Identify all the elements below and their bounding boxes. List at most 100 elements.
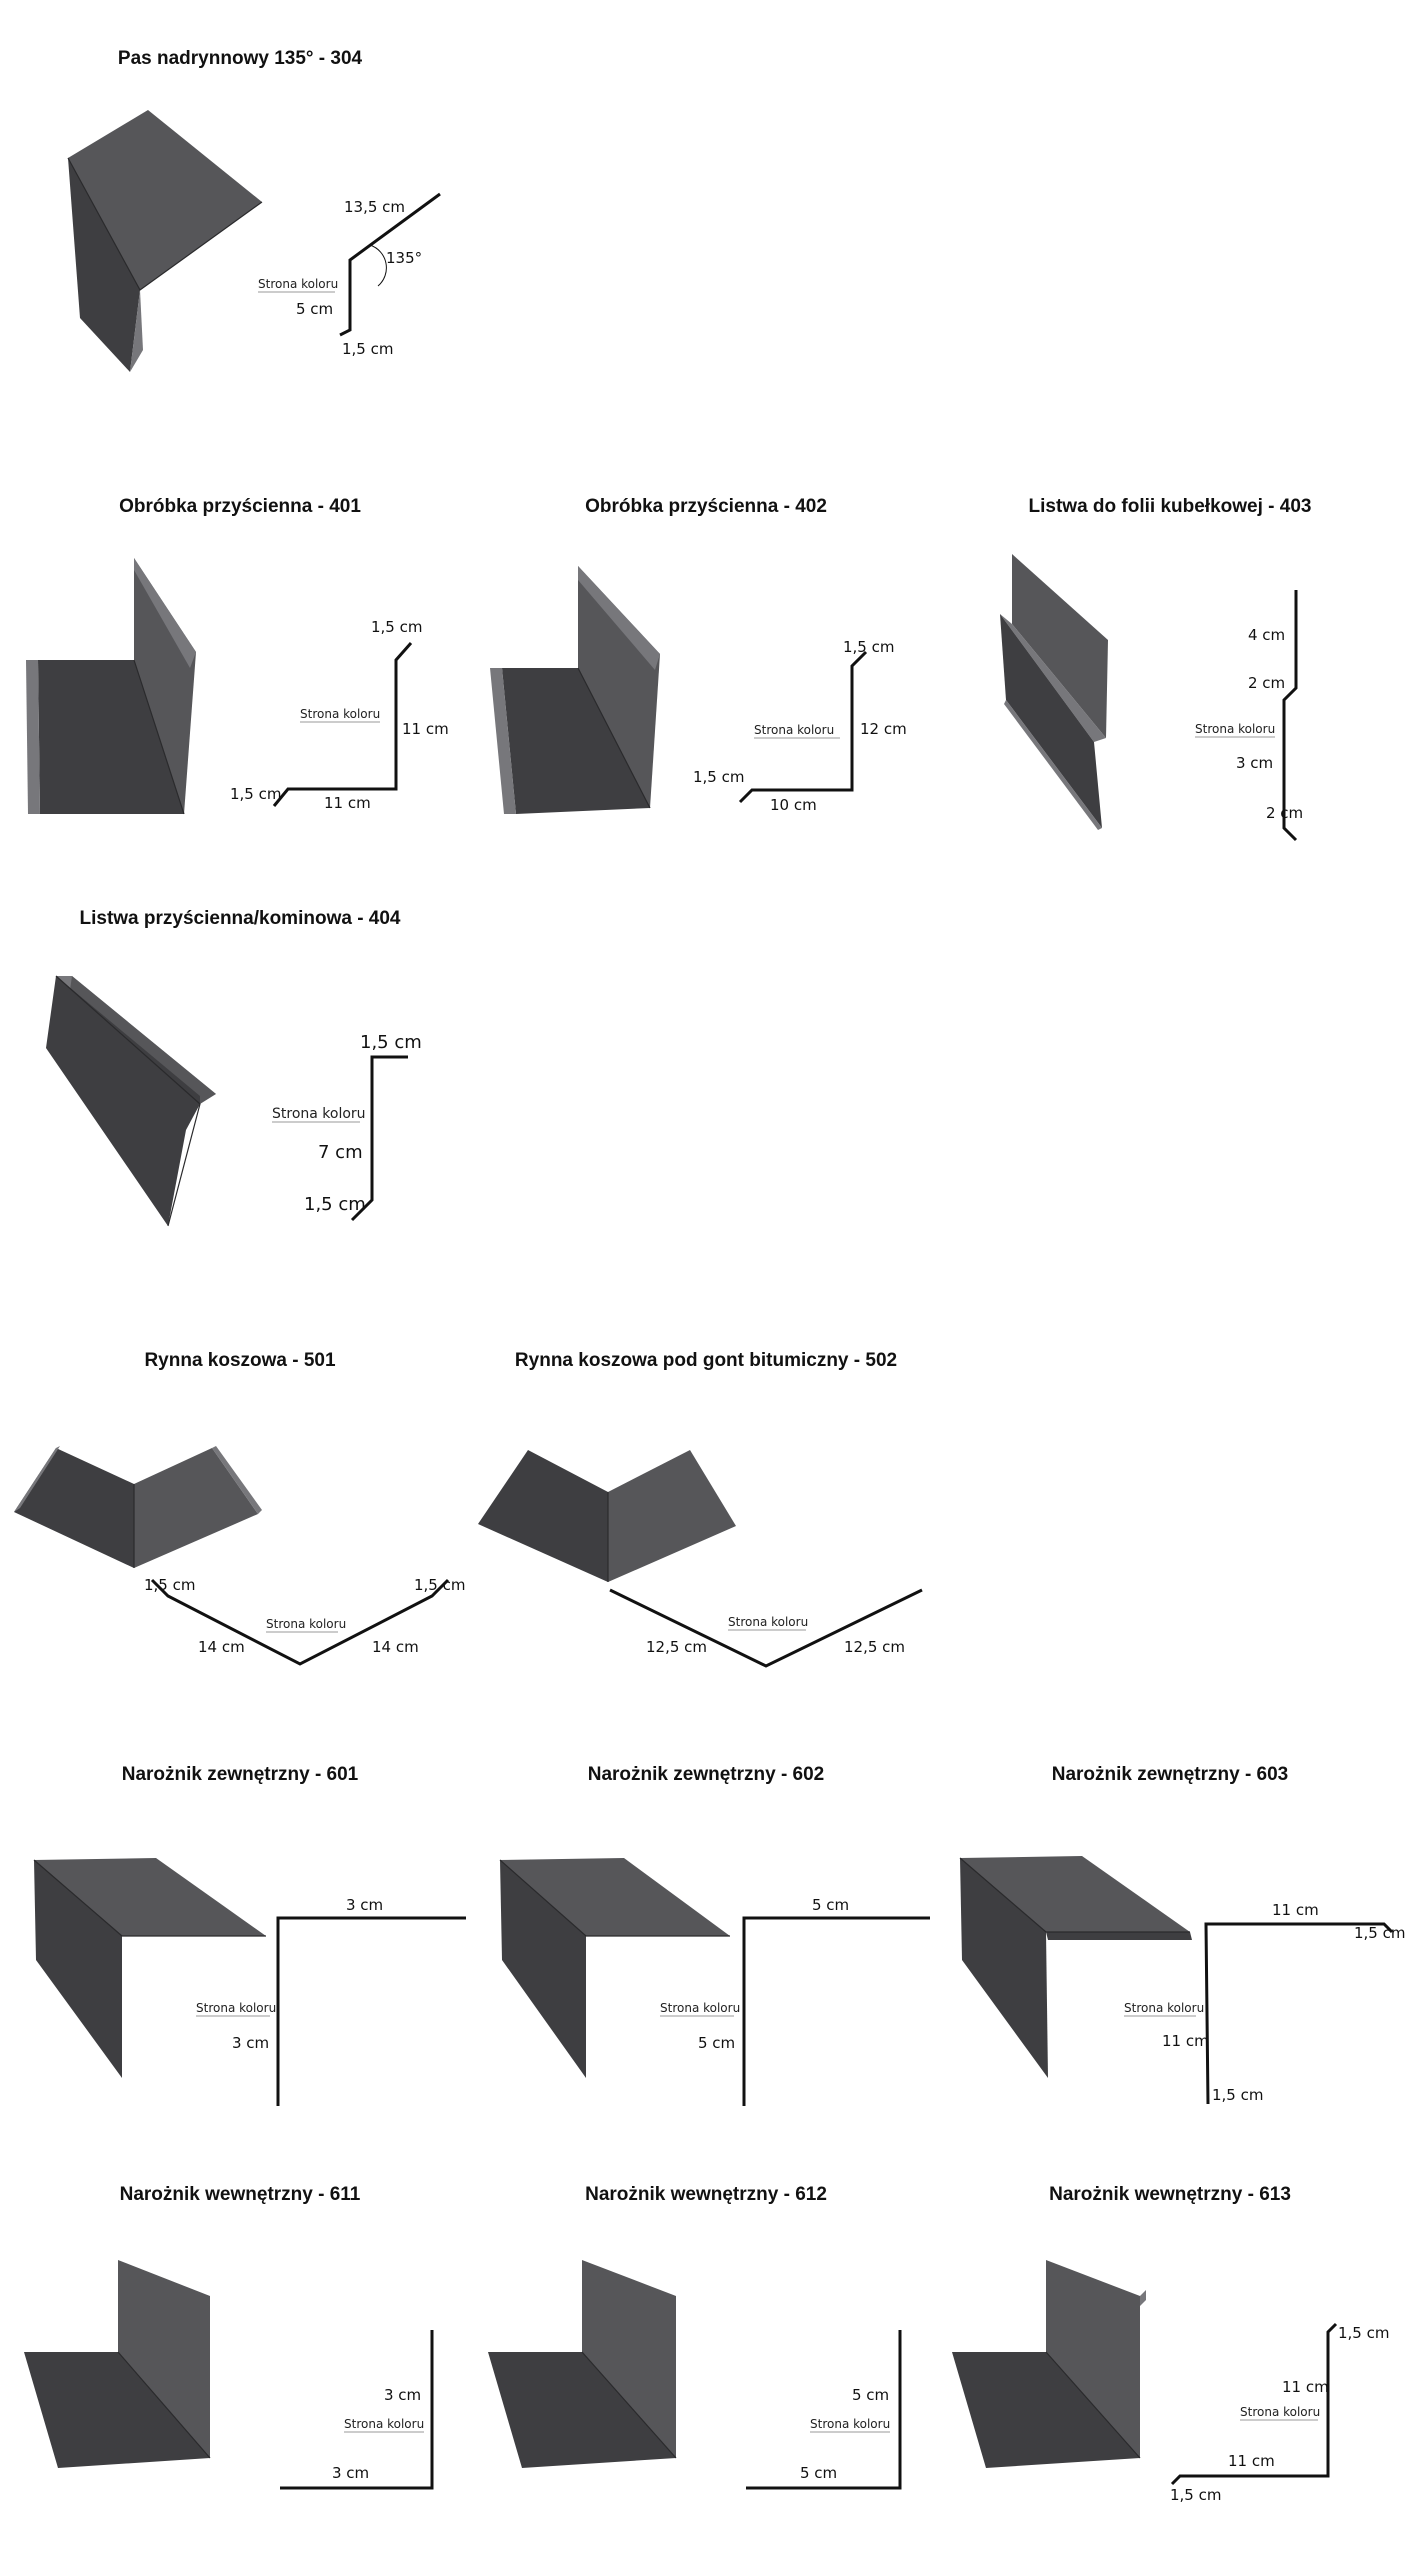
product-image-603: [959, 1856, 1192, 2078]
section-title-402: Obróbka przyścienna - 402: [585, 496, 827, 517]
profile-drawing-612: 5 cm Strona koloru 5 cm: [746, 2330, 902, 2490]
dim-label: 12,5 cm: [844, 1638, 905, 1656]
dim-label: 4 cm: [1248, 626, 1285, 644]
dim-label: 1,5 cm: [843, 638, 894, 656]
product-image-401: [26, 558, 196, 815]
product-image-501: [14, 1446, 262, 1568]
dim-label: 7 cm: [318, 1142, 363, 1163]
dim-label: 3 cm: [332, 2464, 369, 2482]
profile-drawing-603: 11 cm 1,5 cm Strona koloru 11 cm 1,5 cm: [1124, 1901, 1405, 2105]
dim-label: 11 cm: [1272, 1901, 1319, 1919]
color-side-label: Strona koloru: [344, 2417, 424, 2431]
dim-label: 3 cm: [232, 2034, 269, 2052]
dim-label: 1,5 cm: [1354, 1924, 1405, 1942]
dim-label: 5 cm: [296, 300, 333, 318]
section-304: Pas nadrynnowy 135° - 304 13,5 cm 135° S…: [67, 48, 441, 372]
dim-label: 1,5 cm: [342, 340, 393, 358]
section-title-601: Narożnik zewnętrzny - 601: [122, 1764, 359, 1785]
dim-label: 14 cm: [198, 1638, 245, 1656]
section-title-611: Narożnik wewnętrzny - 611: [120, 2184, 361, 2205]
section-401: Obróbka przyścienna - 401 1,5 cm 11 cm S…: [26, 496, 449, 815]
product-image-602: [499, 1858, 730, 2078]
section-title-502: Rynna koszowa pod gont bitumiczny - 502: [515, 1350, 897, 1371]
color-side-label: Strona koloru: [810, 2417, 890, 2431]
section-404: Listwa przyścienna/kominowa - 404 1,5 cm…: [46, 908, 422, 1227]
section-613: Narożnik wewnętrzny - 613 1,5 cm 11 cm S…: [952, 2184, 1389, 2504]
product-image-502: [478, 1450, 736, 1582]
profile-drawing-403: 4 cm 2 cm Strona koloru 3 cm 2 cm: [1195, 590, 1303, 842]
dim-label: 10 cm: [770, 796, 817, 814]
section-title-602: Narożnik zewnętrzny - 602: [588, 1764, 825, 1785]
color-side-label: Strona koloru: [1124, 2001, 1204, 2015]
section-402: Obróbka przyścienna - 402 1,5 cm 12 cm S…: [490, 496, 907, 814]
dim-label: 1,5 cm: [693, 768, 744, 786]
color-side-label: Strona koloru: [1195, 722, 1275, 736]
section-title-401: Obróbka przyścienna - 401: [119, 496, 361, 517]
section-501: Rynna koszowa - 501 1,5 cm 1,5 cm Strona…: [14, 1350, 465, 1666]
dim-label: 12 cm: [860, 720, 907, 738]
dim-label: 11 cm: [1228, 2452, 1275, 2470]
color-side-label: Strona koloru: [196, 2001, 276, 2015]
profile-drawing-613: 1,5 cm 11 cm Strona koloru 11 cm 1,5 cm: [1170, 2322, 1389, 2504]
dim-label: 3 cm: [346, 1896, 383, 1914]
dim-label: 1,5 cm: [414, 1576, 465, 1594]
section-603: Narożnik zewnętrzny - 603 11 cm 1,5 cm S…: [959, 1764, 1405, 2105]
color-side-label: Strona koloru: [660, 2001, 740, 2015]
profile-drawing-502: Strona koloru 12,5 cm 12,5 cm: [609, 1588, 923, 1668]
dim-label: 1,5 cm: [1170, 2486, 1221, 2504]
product-image-612: [488, 2260, 677, 2468]
color-side-label: Strona koloru: [258, 277, 338, 291]
color-side-label: Strona koloru: [1240, 2405, 1320, 2419]
dim-label: 5 cm: [852, 2386, 889, 2404]
product-image-601: [33, 1858, 266, 2078]
section-title-403: Listwa do folii kubełkowej - 403: [1029, 496, 1312, 517]
profile-drawing-611: 3 cm Strona koloru 3 cm: [280, 2330, 434, 2490]
dim-label: 11 cm: [1282, 2378, 1329, 2396]
dim-label: 1,5 cm: [371, 618, 422, 636]
dim-label: 1,5 cm: [304, 1194, 366, 1215]
section-502: Rynna koszowa pod gont bitumiczny - 502 …: [478, 1350, 923, 1668]
product-image-402: [490, 566, 660, 814]
dim-label: 5 cm: [800, 2464, 837, 2482]
dim-label: 2 cm: [1266, 804, 1303, 822]
color-side-label: Strona koloru: [300, 707, 380, 721]
profile-drawing-304: 13,5 cm 135° Strona koloru 5 cm 1,5 cm: [258, 192, 441, 358]
section-title-603: Narożnik zewnętrzny - 603: [1052, 1764, 1289, 1785]
section-403: Listwa do folii kubełkowej - 403 4 cm 2 …: [1000, 496, 1312, 842]
dim-label: 1,5 cm: [144, 1576, 195, 1594]
dim-label: 11 cm: [1162, 2032, 1209, 2050]
color-side-label: Strona koloru: [266, 1617, 346, 1631]
profile-drawing-501: 1,5 cm 1,5 cm Strona koloru 14 cm 14 cm: [144, 1576, 465, 1666]
dim-label: 1,5 cm: [1212, 2086, 1263, 2104]
dim-label: 1,5 cm: [360, 1032, 422, 1053]
dim-label: 12,5 cm: [646, 1638, 707, 1656]
dim-label: 2 cm: [1248, 674, 1285, 692]
dim-label: 13,5 cm: [344, 198, 405, 216]
color-side-label: Strona koloru: [272, 1106, 366, 1122]
product-image-404: [46, 975, 216, 1227]
color-side-label: Strona koloru: [728, 1615, 808, 1629]
dim-label: 3 cm: [384, 2386, 421, 2404]
section-611: Narożnik wewnętrzny - 611 3 cm Strona ko…: [24, 2184, 434, 2490]
profile-drawing-601: 3 cm Strona koloru 3 cm: [196, 1896, 466, 2106]
profile-drawing-401: 1,5 cm 11 cm Strona koloru 1,5 cm 11 cm: [230, 618, 449, 812]
color-side-label: Strona koloru: [754, 723, 834, 737]
dim-label: 11 cm: [324, 794, 371, 812]
section-612: Narożnik wewnętrzny - 612 5 cm Strona ko…: [488, 2184, 902, 2490]
product-image-403: [1000, 554, 1108, 830]
profile-drawing-402: 1,5 cm 12 cm Strona koloru 1,5 cm 10 cm: [693, 638, 907, 814]
product-image-613: [952, 2260, 1146, 2468]
section-title-612: Narożnik wewnętrzny - 612: [585, 2184, 827, 2205]
dim-label: 135°: [386, 249, 422, 267]
profile-drawing-602: 5 cm Strona koloru 5 cm: [660, 1896, 930, 2106]
section-title-304: Pas nadrynnowy 135° - 304: [118, 48, 363, 69]
dim-label: 5 cm: [812, 1896, 849, 1914]
section-title-613: Narożnik wewnętrzny - 613: [1049, 2184, 1291, 2205]
dim-label: 1,5 cm: [1338, 2324, 1389, 2342]
product-image-611: [24, 2260, 211, 2468]
section-601: Narożnik zewnętrzny - 601 3 cm Strona ko…: [33, 1764, 466, 2106]
section-title-501: Rynna koszowa - 501: [144, 1350, 336, 1371]
section-602: Narożnik zewnętrzny - 602 5 cm Strona ko…: [499, 1764, 930, 2106]
section-title-404: Listwa przyścienna/kominowa - 404: [80, 908, 401, 929]
